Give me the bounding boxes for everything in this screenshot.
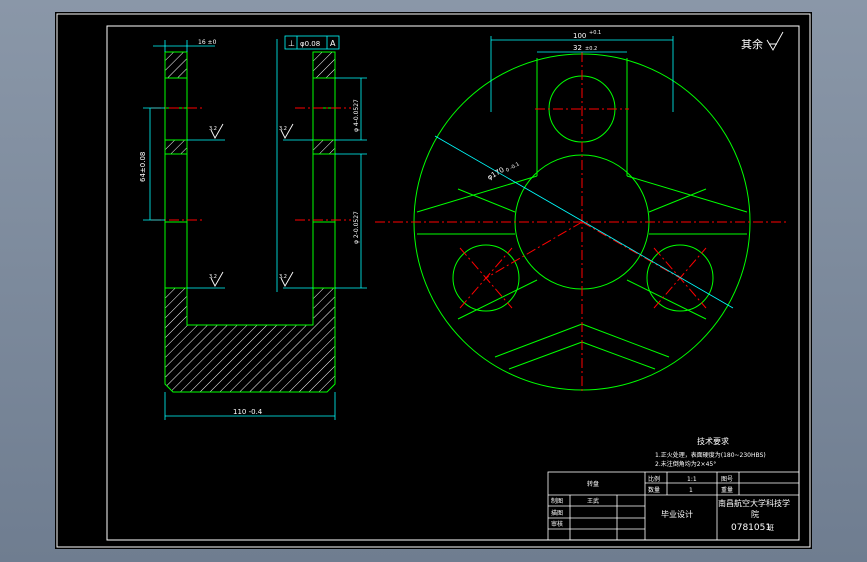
left-section-view: ⊥ φ0.08 A 16 ±0 64±0.08 φ 4-0.0527 φ 2-0… bbox=[139, 35, 367, 420]
student-id: 0781051 bbox=[731, 523, 771, 533]
checker-label: 描图 bbox=[551, 509, 563, 517]
drafter-label: 制图 bbox=[551, 497, 563, 505]
tech-req-title: 技术要求 bbox=[697, 436, 729, 446]
tech-req-line2: 2.未注倒角均为2×45° bbox=[655, 460, 716, 468]
dim-slot-width: 32 bbox=[573, 44, 582, 52]
roughness-symbol bbox=[210, 123, 294, 287]
tolerance-value: φ0.08 bbox=[300, 40, 320, 48]
ratio-value: 1:1 bbox=[687, 476, 697, 483]
tolerance-datum: A bbox=[330, 39, 336, 48]
title-block bbox=[547, 471, 800, 541]
qty-value: 1 bbox=[689, 487, 693, 494]
qty-label: 数量 bbox=[648, 486, 660, 494]
engineering-drawing: ⊥ φ0.08 A 16 ±0 64±0.08 φ 4-0.0527 φ 2-0… bbox=[56, 13, 811, 548]
roughness-value: 3.2 bbox=[209, 274, 217, 280]
dim-outer-width: 100 bbox=[573, 32, 586, 40]
dim-outer-width-tol: +0.1 bbox=[589, 30, 601, 36]
tolerance-frame bbox=[284, 35, 340, 50]
tolerance-symbol: ⊥ bbox=[288, 39, 295, 48]
ratio-label: 比例 bbox=[648, 475, 660, 483]
project-name: 毕业设计 bbox=[661, 509, 693, 519]
left-hole bbox=[452, 244, 520, 312]
drawing-no-label: 图号 bbox=[721, 476, 733, 483]
base-hatch bbox=[164, 287, 336, 393]
dim-diameter: φ170 bbox=[486, 166, 506, 182]
dim-diameter-tol: 0 -0.1 bbox=[505, 161, 521, 173]
dim-lower-bore: φ 2-0.0527 bbox=[353, 211, 360, 244]
student-suffix: 班 bbox=[767, 523, 774, 532]
tech-req-line1: 1.正火处理，表面硬度为(180~230HBS) bbox=[655, 451, 766, 459]
reviewer-label: 审核 bbox=[551, 520, 563, 528]
surface-note: 其余 bbox=[741, 37, 763, 51]
school-name-line1: 南昌航空大学科技学 bbox=[718, 498, 790, 508]
dim-top-width: 16 ±0 bbox=[198, 39, 217, 46]
hatch-block bbox=[312, 139, 336, 155]
roughness-icon bbox=[766, 31, 784, 51]
dim-overall-width: 110 -0.4 bbox=[233, 408, 263, 416]
weight-label: 重量 bbox=[721, 486, 733, 494]
hatch-block bbox=[164, 51, 188, 79]
dim-slot-width-tol: ±0.2 bbox=[585, 46, 597, 52]
dim-center-distance: 64±0.08 bbox=[139, 152, 147, 182]
right-front-view: 100 +0.1 32 ±0.2 φ170 0 -0.1 bbox=[375, 30, 789, 392]
dim-upper-bore: φ 4-0.0527 bbox=[353, 99, 360, 132]
roughness-value: 3.2 bbox=[279, 126, 287, 132]
hatch-block bbox=[164, 139, 188, 155]
roughness-value: 3.2 bbox=[209, 126, 217, 132]
school-name-line2: 院 bbox=[751, 509, 759, 519]
roughness-value: 3.2 bbox=[279, 274, 287, 280]
outer-frame bbox=[56, 13, 811, 548]
inner-frame bbox=[106, 25, 800, 541]
drawing-sheet: ⊥ φ0.08 A 16 ±0 64±0.08 φ 4-0.0527 φ 2-0… bbox=[55, 12, 812, 549]
drafter-name: 王武 bbox=[587, 497, 599, 505]
part-name: 转盘 bbox=[587, 480, 599, 488]
right-hole bbox=[646, 244, 714, 312]
hatch-block bbox=[312, 51, 336, 79]
